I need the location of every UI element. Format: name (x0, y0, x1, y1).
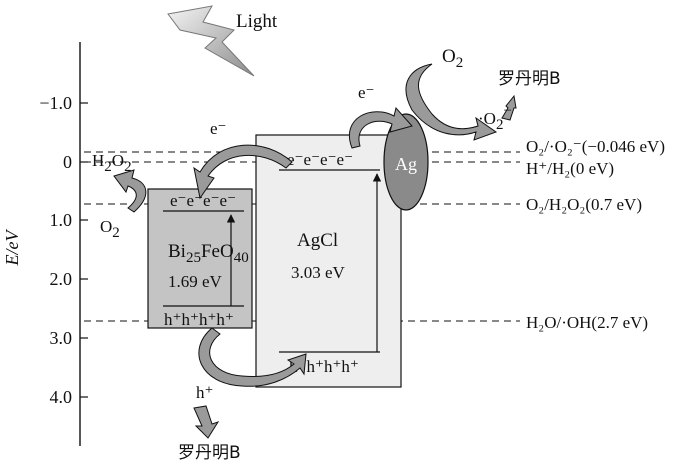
rhb-top: 罗丹明B (498, 69, 561, 89)
ag-label: Ag (395, 154, 417, 174)
bfo-electrons: e⁻e⁻e⁻e⁻ (170, 191, 236, 210)
e-label-left: e⁻ (210, 119, 227, 138)
ag-superoxide-arrow (405, 63, 498, 141)
hole-transfer-arrow (198, 327, 307, 387)
agcl-block: e⁻e⁻e⁻e⁻ h⁺h⁺h⁺h⁺ AgCl 3.03 eV (255, 134, 402, 388)
tick-label: 0 (63, 152, 72, 172)
potential-label: O₂/·O₂⁻(−0.046 eV) (526, 137, 665, 156)
energy-axis: −1.0 0 1.0 2.0 3.0 4.0 E/eV (2, 42, 88, 446)
bfo-formula: Bi25FeO40 (168, 241, 249, 266)
h2o2-label: H2O2 (92, 151, 132, 175)
tick-label: 1.0 (50, 210, 73, 230)
h-label: h⁺ (196, 383, 213, 402)
agcl-holes: h⁺h⁺h⁺h⁺ (289, 357, 359, 376)
hole-down-arrow (193, 405, 220, 439)
e-to-ag-arrow (349, 106, 413, 149)
o2-h2o2-arrow (113, 169, 147, 213)
transfer-arrows (113, 63, 517, 439)
axis-label: E/eV (2, 229, 22, 267)
o2-left: O2 (100, 217, 120, 241)
tick-label: 4.0 (50, 387, 73, 407)
rhb-up-arrow (501, 94, 517, 121)
lightning-icon (167, 5, 255, 77)
o2-top: O2 (442, 46, 463, 71)
light-label: Light (236, 11, 278, 32)
bfo-gap: 1.69 eV (168, 272, 223, 291)
e-transfer-arrow (193, 144, 293, 200)
bi25feo40-block: e⁻e⁻e⁻e⁻ h⁺h⁺h⁺h⁺ Bi25FeO40 1.69 eV (147, 188, 253, 329)
agcl-name: AgCl (297, 230, 338, 251)
agcl-rect (255, 134, 402, 388)
agcl-electrons: e⁻e⁻e⁻e⁻ (287, 150, 353, 169)
tick-label: 3.0 (50, 328, 73, 348)
ag-particle: Ag (383, 113, 429, 211)
potential-label: H⁺/H₂(0 eV) (526, 159, 614, 178)
bfo-holes: h⁺h⁺h⁺h⁺ (164, 310, 234, 329)
tick-label: −1.0 (39, 93, 72, 113)
tick-label: 2.0 (50, 269, 73, 289)
e-label-ag: e⁻ (358, 83, 375, 102)
agcl-gap: 3.03 eV (291, 263, 346, 282)
superoxide-label: ·O2− (478, 103, 512, 133)
potential-label: H₂O/·OH(2.7 eV) (526, 313, 648, 332)
bfo-rect (147, 188, 253, 329)
potential-label: O₂/H₂O₂(0.7 eV) (526, 195, 642, 214)
rhb-bottom: 罗丹明B (178, 443, 241, 463)
